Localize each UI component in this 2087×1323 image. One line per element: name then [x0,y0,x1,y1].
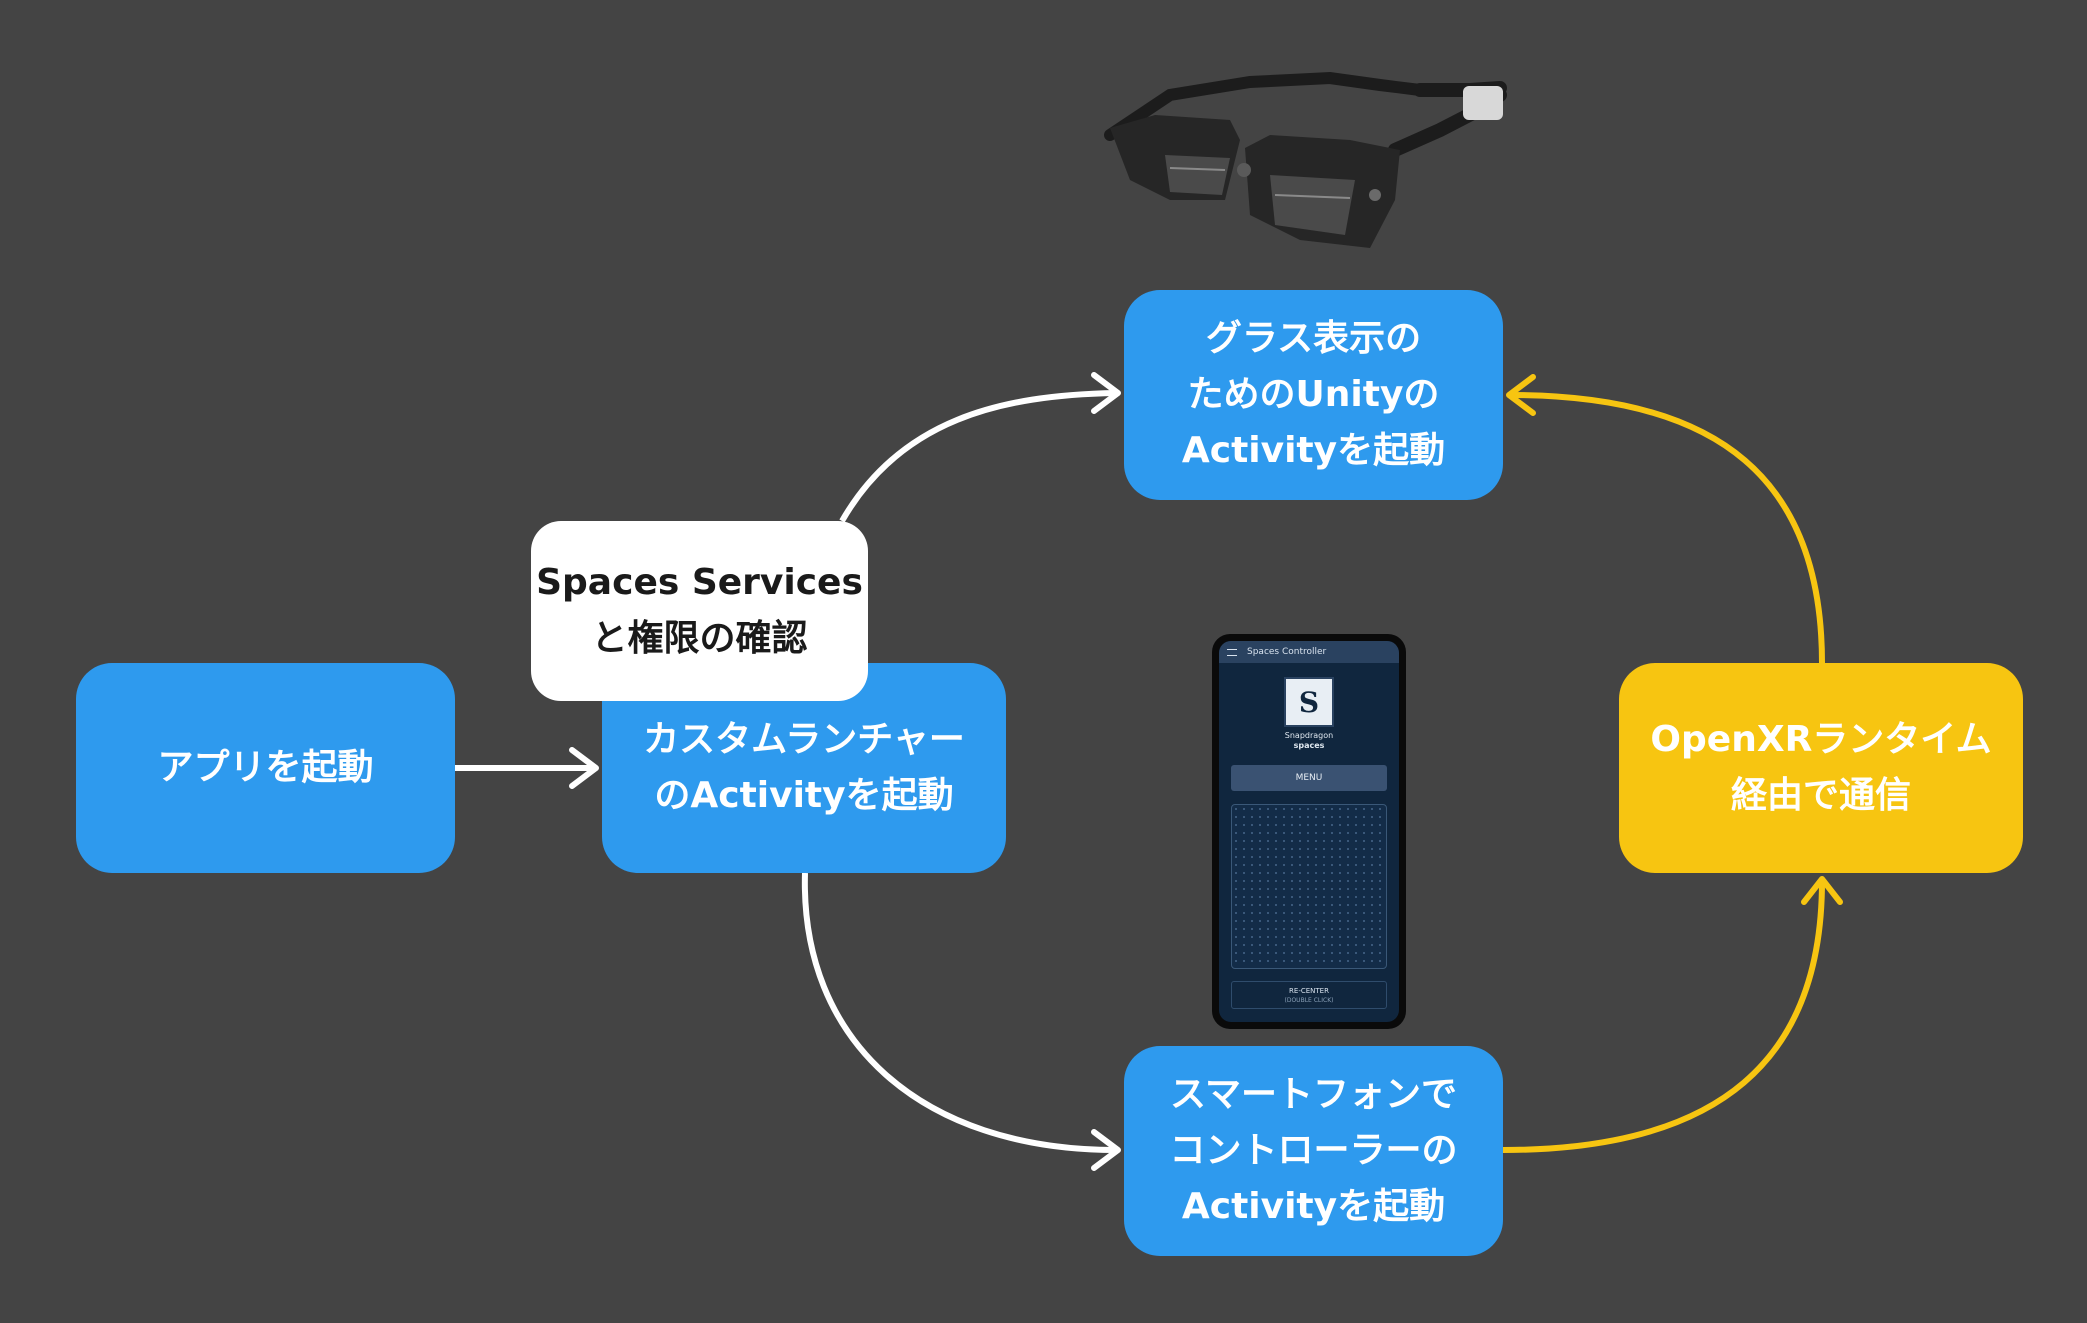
arrow-launcher-to-phone [801,872,1121,1171]
node-label-line: 経由で通信 [1730,775,1911,816]
node-label-line: スマートフォンで [1170,1074,1457,1115]
node-label-line: OpenXRランタイム [1650,719,1992,760]
node-label-line: アプリを起動 [157,747,374,788]
node-label-line: カスタムランチャー [643,719,965,760]
node-label-line: Spaces Services [536,562,863,603]
recenter-label: RE-CENTER [1289,987,1329,995]
brand-line-2: spaces [1293,741,1325,750]
ar-glasses-image [1104,71,1507,248]
recenter-hint: (DOUBLE CLICK) [1284,997,1334,1004]
node-label-line: と権限の確認 [591,618,808,659]
glass-display-node: グラス表示の ためのUnityの Activityを起動 [1124,290,1503,500]
phone-app-title: Spaces Controller [1247,647,1327,657]
phone-screen: Spaces Controller S Snapdragon spaces ME… [1219,641,1399,1022]
phone-recenter-button: RE-CENTER (DOUBLE CLICK) [1231,981,1387,1009]
node-label-line: コントローラーの [1169,1130,1458,1171]
phone-menu-button: MENU [1231,765,1387,791]
arrow-phone-to-openxr [1502,876,1843,1153]
arrow-openxr-to-glass [1506,374,1825,664]
phone-app-bar: Spaces Controller [1219,641,1399,663]
smartphone-controller-node: スマートフォンで コントローラーの Activityを起動 [1124,1046,1503,1256]
node-label-line: グラス表示の [1205,318,1422,359]
openxr-runtime-node: OpenXRランタイム 経由で通信 [1619,663,2023,873]
snapdragon-spaces-logo: S [1284,677,1334,727]
spaces-services-node: Spaces Services と権限の確認 [531,521,868,701]
node-label-line: Activityを起動 [1181,430,1446,471]
node-label-line: Activityを起動 [1181,1186,1446,1227]
phone-brand-text: Snapdragon spaces [1219,731,1399,751]
smartphone-mockup: Spaces Controller S Snapdragon spaces ME… [1212,634,1406,1029]
arrow-launch-to-launcher [455,747,599,789]
brand-line-1: Snapdragon [1284,731,1334,740]
hamburger-menu-icon [1227,649,1237,656]
launch-app-node: アプリを起動 [76,663,455,873]
phone-trackpad [1231,804,1387,969]
node-label-line: ためのUnityの [1187,374,1440,415]
arrow-services-to-glass [839,372,1121,523]
node-label-line: のActivityを起動 [654,775,954,816]
